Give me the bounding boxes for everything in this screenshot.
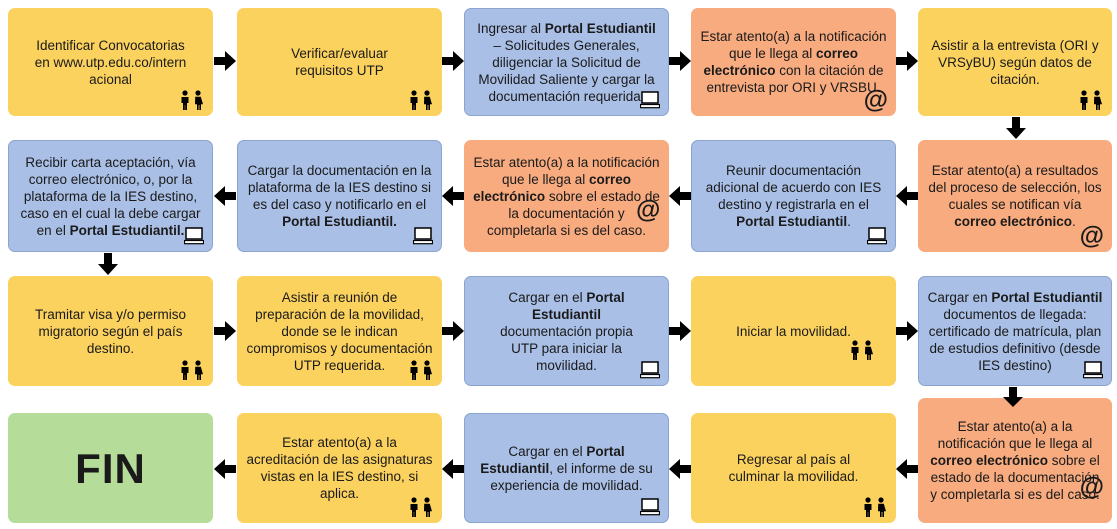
step-text: Cargar en el Portal Estudiantil document… xyxy=(500,289,633,373)
step-text: Regresar al país al culminar la movilida… xyxy=(728,452,859,484)
arrow-left-icon xyxy=(896,459,918,479)
step-recibir-carta: Recibir carta aceptación, vía correo ele… xyxy=(8,140,213,252)
step-text: Estar atento(a) a la notificación que le… xyxy=(930,419,1100,502)
step-identificar-convocatorias: Identificar Convocatorias en www.utp.edu… xyxy=(8,8,213,116)
people-icon xyxy=(179,90,205,110)
at-icon: @ xyxy=(1079,473,1104,501)
people-icon xyxy=(408,497,434,517)
arrow-right-icon xyxy=(896,321,918,341)
people-icon xyxy=(862,497,888,517)
step-text: Estar atento(a) a la notificación que le… xyxy=(700,29,887,95)
step-text: Estar atento(a) a la acreditación de las… xyxy=(246,435,433,501)
fin-label: FIN xyxy=(75,444,146,492)
step-text: Reunir documentación adicional de acuerd… xyxy=(705,163,882,229)
step-text: Asistir a reunión de preparación de la m… xyxy=(246,289,433,373)
step-tramitar-visa: Tramitar visa y/o permiso migratorio seg… xyxy=(8,276,213,386)
step-text: Verificar/evaluar requisitos UTP xyxy=(291,46,388,78)
computer-icon xyxy=(867,227,887,245)
step-atento-documentacion: Estar atento(a) a la notificación que le… xyxy=(464,140,669,252)
step-cargar-plataforma-ies: Cargar la documentación en la plataforma… xyxy=(237,140,442,252)
computer-icon xyxy=(1083,361,1103,379)
at-icon: @ xyxy=(1079,222,1104,250)
step-text: Cargar en el Portal Estudiantil, el info… xyxy=(480,443,653,493)
step-asistir-entrevista: Asistir a la entrevista (ORI y VRSyBU) s… xyxy=(918,8,1112,116)
arrow-right-icon xyxy=(669,51,691,71)
step-documentos-llegada: Cargar en Portal Estudiantil documentos … xyxy=(918,276,1112,386)
step-atento-documentacion-final: Estar atento(a) a la notificación que le… xyxy=(918,398,1112,523)
arrow-right-icon xyxy=(442,51,464,71)
step-text: Identificar Convocatorias en www.utp.edu… xyxy=(34,37,187,87)
step-atento-citacion: Estar atento(a) a la notificación que le… xyxy=(691,8,896,116)
computer-icon xyxy=(184,227,204,245)
step-regresar-pais: Regresar al país al culminar la movilida… xyxy=(691,413,896,523)
arrow-right-icon xyxy=(214,51,236,71)
step-atento-resultados: Estar atento(a) a resultados del proceso… xyxy=(918,140,1112,252)
step-text: Asistir a la entrevista (ORI y VRSyBU) s… xyxy=(931,37,1099,87)
arrow-right-icon xyxy=(896,51,918,71)
step-text: Cargar en Portal Estudiantil documentos … xyxy=(927,289,1103,373)
step-cargar-documentacion-utp: Cargar en el Portal Estudiantil document… xyxy=(464,276,669,386)
arrow-down-icon xyxy=(98,253,118,275)
step-text: Iniciar la movilidad. xyxy=(736,323,851,339)
computer-icon xyxy=(413,227,433,245)
computer-icon xyxy=(640,498,660,516)
step-acreditacion-asignaturas: Estar atento(a) a la acreditación de las… xyxy=(237,413,442,523)
step-asistir-reunion: Asistir a reunión de preparación de la m… xyxy=(237,276,442,386)
arrow-down-icon xyxy=(1003,387,1023,407)
arrow-right-icon xyxy=(442,321,464,341)
arrow-left-icon xyxy=(669,459,691,479)
arrow-left-icon xyxy=(214,186,236,206)
step-verificar-requisitos: Verificar/evaluar requisitos UTP xyxy=(237,8,442,116)
arrow-left-icon xyxy=(669,186,691,206)
arrow-right-icon xyxy=(669,321,691,341)
people-icon xyxy=(408,90,434,110)
step-text: Cargar la documentación en la plataforma… xyxy=(247,163,432,229)
step-text: Ingresar al Portal Estudiantil – Solicit… xyxy=(477,20,656,104)
at-icon: @ xyxy=(636,196,661,224)
arrow-left-icon xyxy=(896,186,918,206)
step-text: Recibir carta aceptación, vía correo ele… xyxy=(20,154,201,238)
people-icon xyxy=(849,340,875,360)
arrow-left-icon xyxy=(442,186,464,206)
arrow-down-icon xyxy=(1006,117,1026,139)
arrow-right-icon xyxy=(214,321,236,341)
step-text: Estar atento(a) a la notificación que le… xyxy=(473,154,660,238)
at-icon: @ xyxy=(863,86,888,114)
arrow-left-icon xyxy=(442,459,464,479)
people-icon xyxy=(1078,90,1104,110)
arrow-left-icon xyxy=(214,459,236,479)
step-fin: FIN xyxy=(8,413,213,523)
people-icon xyxy=(408,360,434,380)
computer-icon xyxy=(640,361,660,379)
step-reunir-documentacion: Reunir documentación adicional de acuerd… xyxy=(691,140,896,252)
people-icon xyxy=(179,360,205,380)
step-text: Estar atento(a) a resultados del proceso… xyxy=(928,163,1102,229)
step-text: Tramitar visa y/o permiso migratorio seg… xyxy=(34,306,187,356)
step-iniciar-movilidad: Iniciar la movilidad. xyxy=(691,276,896,386)
computer-icon xyxy=(640,91,660,109)
step-ingresar-portal: Ingresar al Portal Estudiantil – Solicit… xyxy=(464,8,669,116)
step-cargar-informe: Cargar en el Portal Estudiantil, el info… xyxy=(464,413,669,523)
